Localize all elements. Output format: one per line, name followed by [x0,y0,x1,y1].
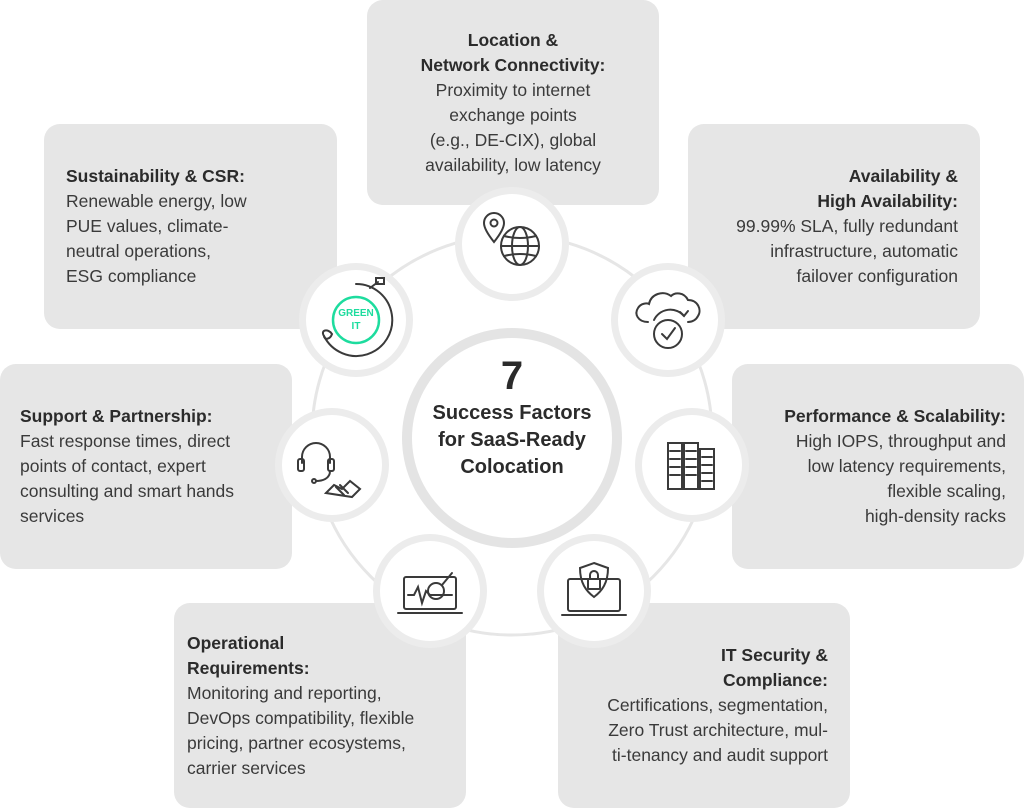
card-desc-line: consulting and smart hands [20,481,235,501]
card-desc-line: exchange points [449,105,577,125]
center-number: 7 [500,354,524,398]
card-desc-line: high-density racks [864,506,1006,526]
card-desc-line: points of contact, expert [20,456,206,476]
card-title-line: Network Connectivity: [420,55,606,75]
center-title-line: for SaaS-Ready [438,429,586,451]
card-desc-line: carrier services [187,758,306,778]
shield-lock-laptop-icon [544,541,644,641]
center-title-line: Colocation [460,456,564,478]
cloud-clock-icon [618,270,718,370]
card-desc-line: ESG compliance [66,266,197,286]
card-title-line: Requirements: [187,658,310,678]
card-desc-line: Certifications, segmentation, [607,695,828,715]
card-desc-line: infrastructure, automatic [770,241,958,261]
card-sustainability: Sustainability & CSR: Renewable energy, … [44,124,337,329]
card-desc-line: low latency requirements, [807,456,1006,476]
card-desc-line: Monitoring and reporting, [187,683,382,703]
card-desc-line: pricing, partner ecosystems, [187,733,406,753]
card-title-line: Availability & [848,166,958,186]
card-desc-line: Fast response times, direct [20,431,231,451]
card-desc-line: Proximity to internet [435,80,591,100]
card-support-partnership: Support & Partnership: Fast response tim… [0,364,292,569]
card-desc-line: DevOps compatibility, flexible [187,708,415,728]
server-rack-icon [642,415,742,515]
card-title-line: Location & [467,30,559,50]
center-title-circle: 7 Success Factors for SaaS-Ready Colocat… [412,338,612,538]
center-title-line: Success Factors [432,402,592,424]
card-desc-line: availability, low latency [425,155,601,175]
card-desc-line: Renewable energy, low [66,191,247,211]
card-title-line: Support & Partnership: [20,406,213,426]
card-desc-line: neutral operations, [66,241,211,261]
card-title-line: Compliance: [722,670,828,690]
card-desc-line: PUE values, climate- [66,216,229,236]
card-title-line: High Availability: [817,191,958,211]
card-desc-line: Zero Trust architecture, mul- [608,720,828,740]
card-location-network: Location & Network Connectivity: Proximi… [367,0,659,205]
green-it-badge-line: IT [352,321,361,332]
card-title-line: Performance & Scalability: [784,406,1006,426]
green-it-icon: GREEN IT [306,270,406,370]
card-desc-line: services [20,506,85,526]
card-desc-line: ti-tenancy and audit support [612,745,828,765]
card-desc-line: 99.99% SLA, fully redundant [736,216,958,236]
location-globe-icon [462,194,562,294]
card-title-line: Operational [187,633,285,653]
laptop-monitoring-icon [380,541,480,641]
card-desc-line: failover configuration [796,266,958,286]
card-performance-scalability: Performance & Scalability: High IOPS, th… [732,364,1024,569]
card-desc-line: High IOPS, throughput and [795,431,1006,451]
card-title-line: IT Security & [721,645,828,665]
headset-handshake-icon [282,415,382,515]
card-desc-line: flexible scaling, [887,481,1006,501]
card-title-line: Sustainability & CSR: [66,166,245,186]
card-availability: Availability & High Availability: 99.99%… [688,124,980,329]
green-it-badge-line: GREEN [338,308,374,319]
card-desc-line: (e.g., DE-CIX), global [429,130,597,150]
